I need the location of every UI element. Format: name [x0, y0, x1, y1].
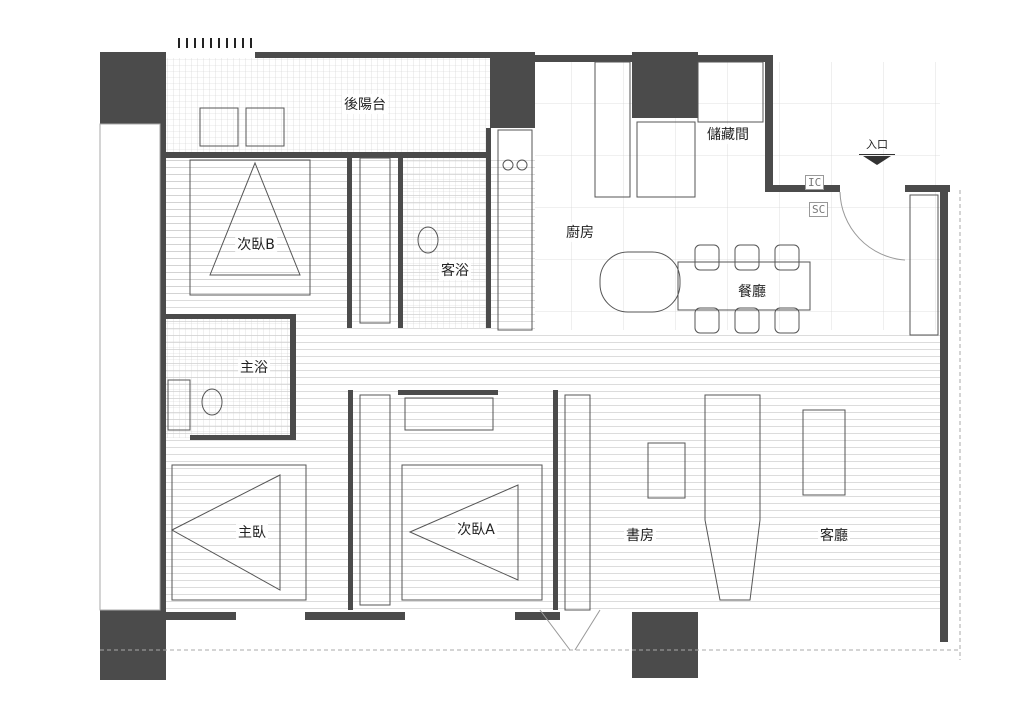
entrance-label: 入口 — [866, 138, 888, 151]
reference-lines — [100, 190, 961, 660]
room-label-study: 書房 — [624, 525, 656, 545]
room-label-bedroom-a: 次臥A — [455, 519, 497, 539]
furniture — [167, 61, 939, 651]
room-label-dining: 餐廳 — [736, 281, 768, 301]
room-label-living-room: 客廳 — [818, 525, 850, 545]
room-label-kitchen: 廚房 — [564, 222, 596, 242]
balcony-tiles — [166, 58, 491, 152]
room-label-storage: 儲藏間 — [705, 124, 751, 144]
railing — [178, 38, 252, 48]
room-label-rear-balcony: 後陽台 — [342, 94, 388, 114]
room-label-master-bath: 主浴 — [238, 357, 270, 377]
room-label-bedroom-b: 次臥B — [235, 234, 277, 254]
entrance-arrow-icon — [863, 156, 891, 165]
room-label-master-bedroom: 主臥 — [236, 522, 268, 542]
entrance-marker: 入口 — [857, 136, 897, 165]
master-bath-tiles — [166, 318, 290, 438]
window-ledge — [99, 123, 161, 611]
room-label-guest-bath: 客浴 — [439, 260, 471, 280]
ic-tag: IC — [805, 175, 825, 190]
walls — [100, 52, 950, 680]
guest-bath-tiles — [402, 158, 488, 328]
sc-tag: SC — [809, 202, 829, 217]
